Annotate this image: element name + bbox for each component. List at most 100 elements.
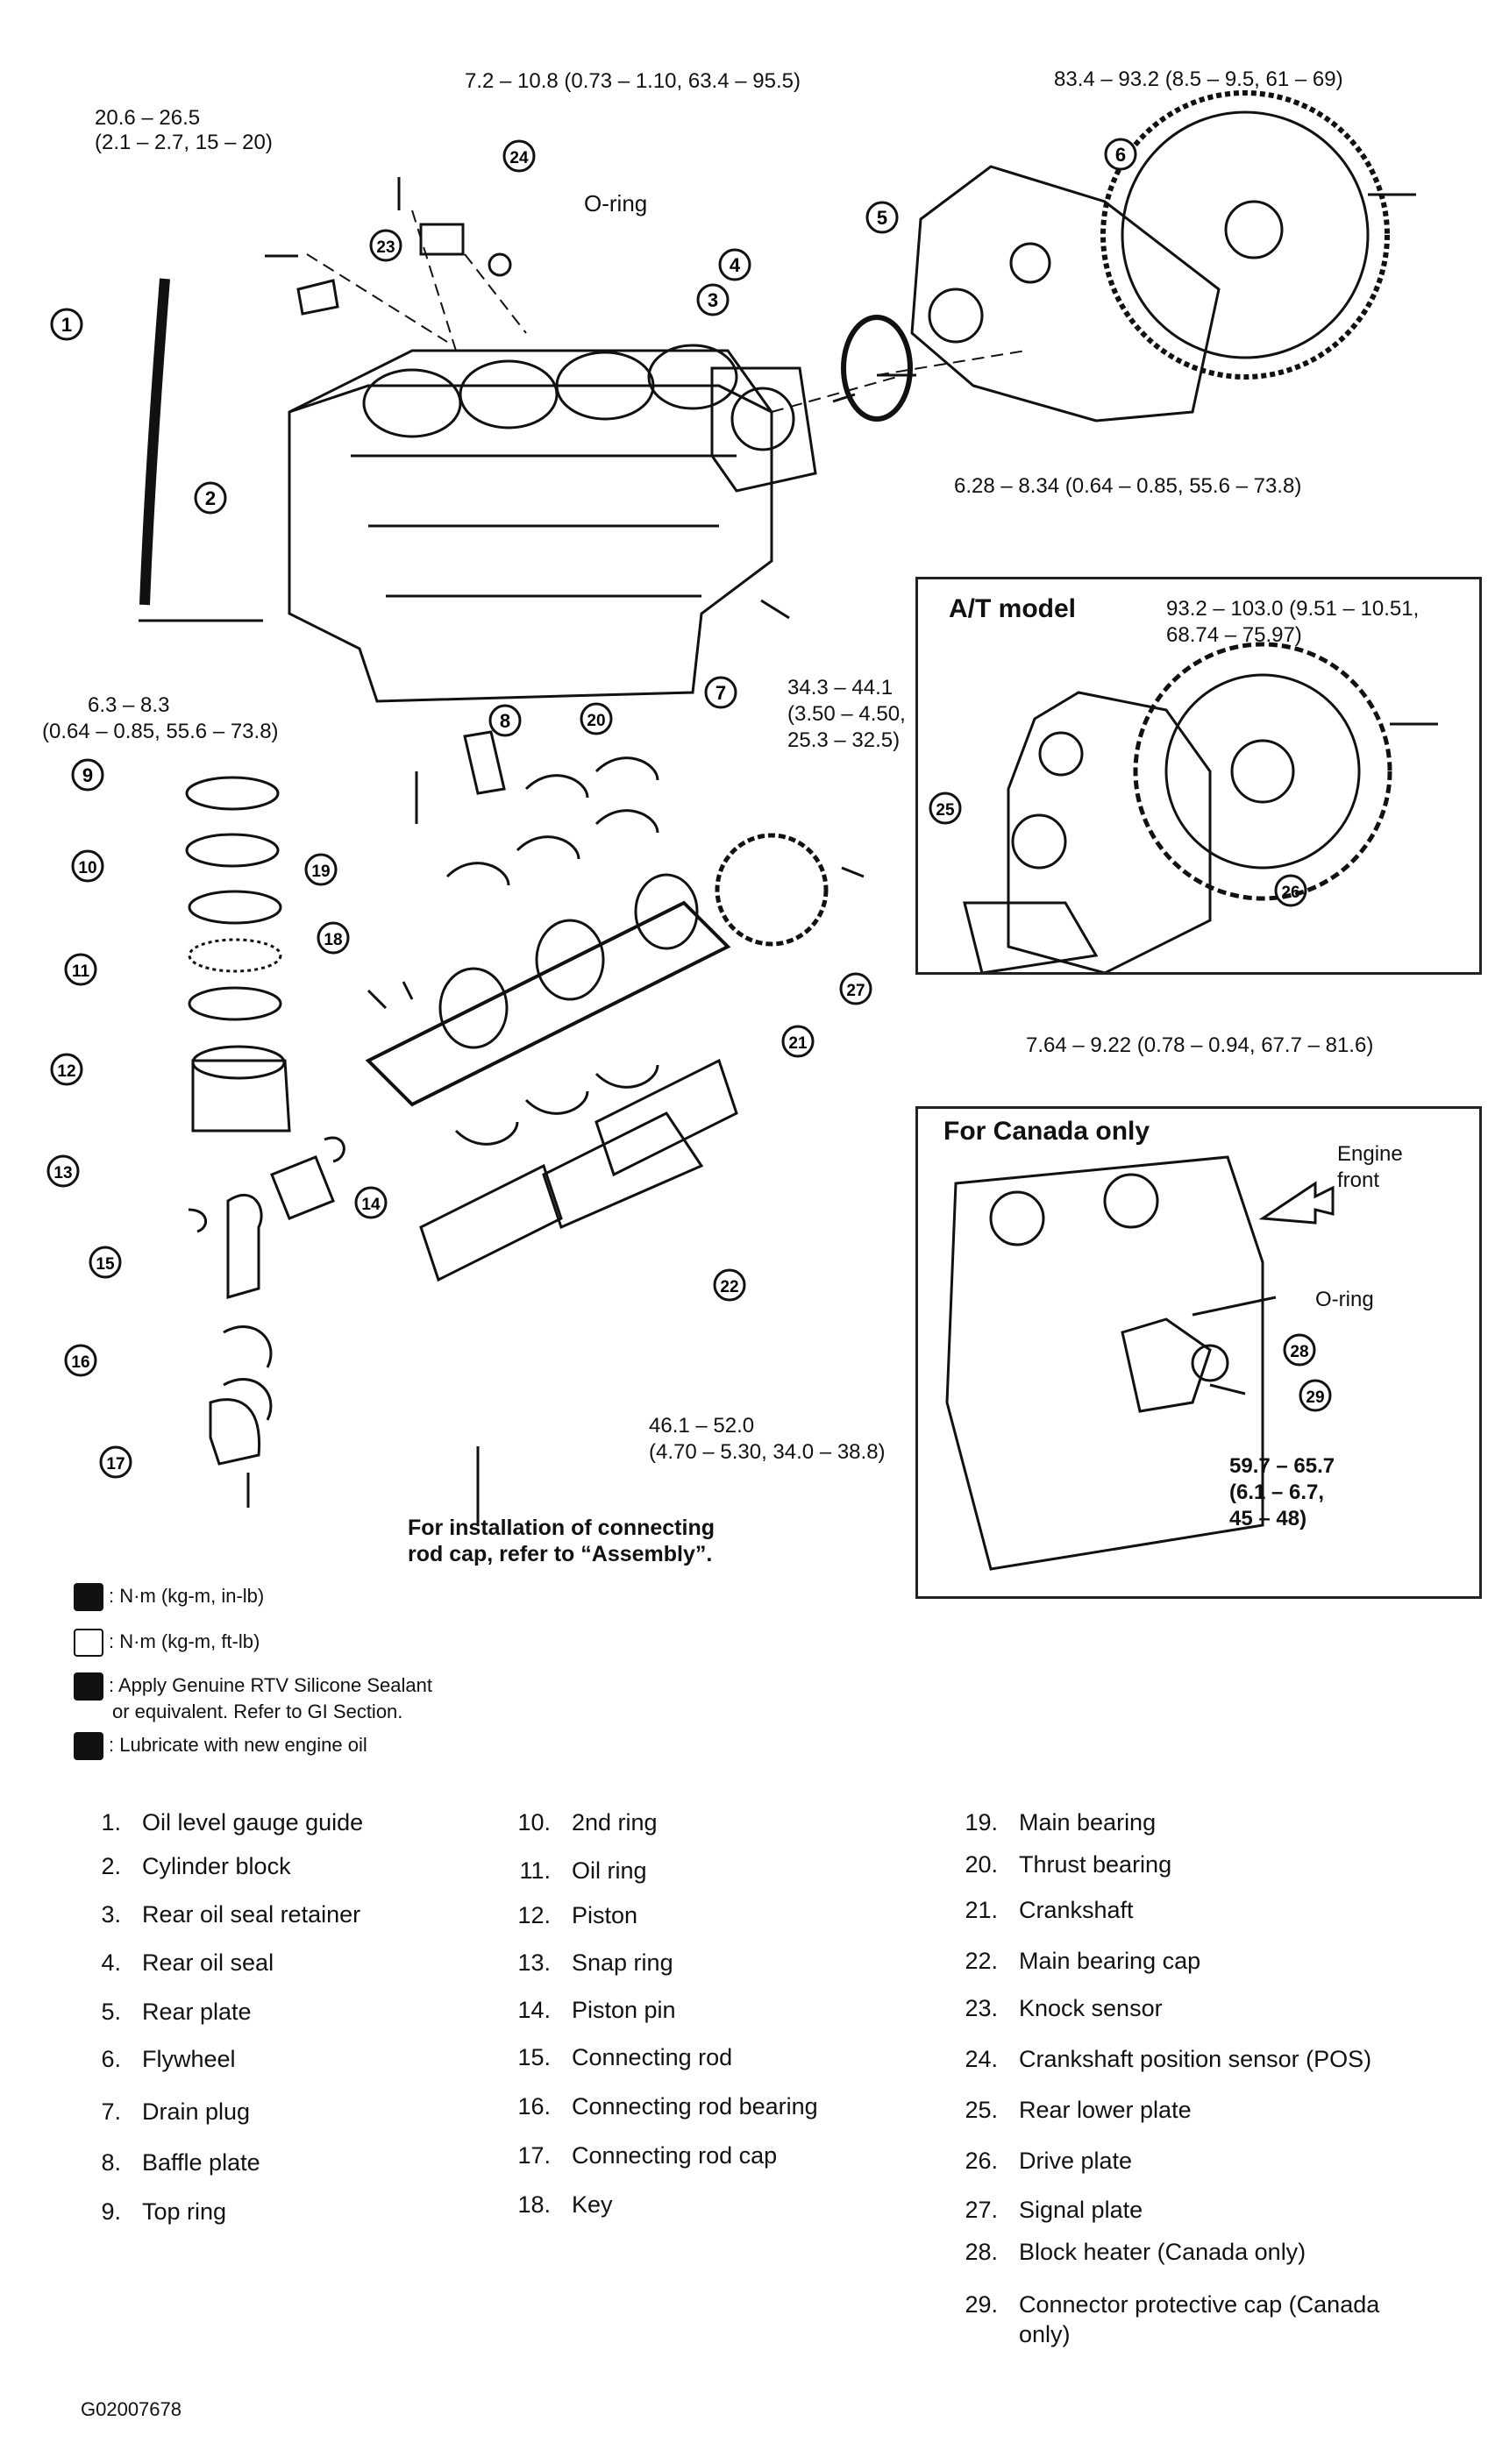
callout-number: 22 [720,1278,738,1296]
part-number: 7. [101,2098,121,2125]
part-name: Snap ring [572,1949,673,1976]
part-name: Piston pin [572,1997,676,2023]
callout-6: 6 [1104,138,1137,171]
callout-number: 10 [78,859,96,877]
torque-label-knock-sensor-b: (2.1 – 2.7, 15 – 20) [95,131,273,154]
torque-label-knock-sensor-a: 20.6 – 26.5 [95,106,201,130]
callout-number: 24 [509,149,529,167]
part-number: 5. [101,1999,121,2025]
part-number: 29. [965,2291,998,2318]
part-item: 1.Oil level gauge guide [70,1807,363,1837]
part-item: 8.Baffle plate [70,2148,260,2177]
part-name: Main bearing cap [1019,1948,1201,1974]
callout-15: 15 [89,1246,122,1279]
rear-plate [910,165,1221,423]
flywheel [1100,90,1390,380]
part-item: 21. Crankshaft [947,1895,1134,1925]
part-name: Connecting rod bearing [572,2093,818,2120]
torque-label-drain-c: 25.3 – 32.5) [787,728,901,752]
callout-number: 20 [587,712,605,730]
part-name: Cylinder block [142,1853,291,1879]
oil-can-icon [74,1732,103,1760]
part-item: 3.Rear oil seal retainer [70,1899,360,1929]
part-number: 20. [965,1851,998,1878]
torque-label-main-cap-b: (4.70 – 5.30, 34.0 – 38.8) [649,1440,886,1464]
part-number: 11. [519,1857,551,1884]
part-name: Drain plug [142,2098,251,2125]
part-number: 28. [965,2239,998,2265]
part-item: 22.Main bearing cap [947,1946,1200,1976]
part-name: Rear plate [142,1999,252,2025]
callout-number: 13 [53,1164,72,1182]
at-model-box [915,577,1482,975]
at-torque-a: 93.2 – 103.0 (9.51 – 10.51, [1166,597,1420,621]
rod-cap-note-b: rod cap, refer to “Assembly”. [408,1542,713,1566]
part-number: 10. [517,1809,551,1836]
callout-number: 23 [376,238,395,257]
callout-16: 16 [64,1344,97,1377]
callout-8: 8 [488,704,522,737]
part-number: 27. [965,2197,998,2223]
part-number: 21. [965,1897,998,1923]
callout-number: 9 [82,764,93,786]
part-item: 19.Main bearing [947,1807,1156,1837]
callout-25: 25 [929,792,962,825]
callout-12: 12 [50,1053,83,1086]
part-name: Rear oil seal [142,1949,274,1976]
callout-10: 10 [71,849,104,883]
part-name: Crankshaft [1019,1897,1134,1923]
part-number: 14. [517,1997,551,2023]
torque-label-retainer: 6.28 – 8.34 (0.64 – 0.85, 55.6 – 73.8) [954,474,1302,498]
part-item: 2.Cylinder block [70,1851,291,1881]
callout-4: 4 [718,248,751,281]
at-model-title: A/T model [949,594,1077,623]
part-number: 9. [101,2198,121,2225]
legend-in-lb: : N·m (kg-m, in-lb) [74,1583,264,1611]
part-number: 26. [965,2148,998,2174]
callout-number: 5 [877,207,887,229]
at-torque-b: 68.74 – 75.97) [1166,623,1302,647]
torque-label-drain-a: 34.3 – 44.1 [787,676,894,699]
part-number: 19. [965,1809,998,1836]
callout-3: 3 [696,283,730,316]
callout-28: 28 [1283,1333,1316,1367]
canada-torque-b: (6.1 – 6.7, [1229,1481,1325,1504]
engine-front-arrow-icon [1258,1181,1335,1225]
callout-number: 1 [61,314,72,336]
part-item: 20. Thrust bearing [947,1850,1171,1879]
part-name: Connecting rod cap [572,2142,778,2169]
cylinder-block [288,349,773,703]
engine-front-label-b: front [1337,1168,1380,1192]
part-name: Crankshaft position sensor (POS) [1019,2046,1372,2072]
part-name: Baffle plate [142,2149,260,2176]
canada-torque-c: 45 – 48) [1229,1507,1307,1530]
part-name: Flywheel [142,2046,236,2072]
callout-number: 7 [716,682,726,704]
part-item: 14. Piston pin [500,1995,676,2025]
connecting-rod [226,1194,263,1299]
part-number: 1. [101,1809,121,1836]
part-name: Signal plate [1019,2197,1143,2223]
piston [191,1059,291,1133]
oring-label: O-ring [584,190,648,217]
rear-oil-seal-retainer [710,366,817,493]
callout-number: 25 [936,801,955,820]
callout-number: 11 [72,962,90,981]
part-item: 12.Piston [500,1900,637,1930]
callout-number: 3 [708,289,718,311]
exploded-diagram: 1234567891011121314151617181920212223242… [46,90,1438,1571]
part-name: Connector protective cap (Canada [1019,2291,1380,2318]
part-item: 6.Flywheel [70,2044,236,2074]
callout-21: 21 [781,1025,815,1058]
part-name: Rear lower plate [1019,2097,1192,2123]
torque-label-flywheel: 83.4 – 93.2 (8.5 – 9.5, 61 – 69) [1054,67,1343,91]
part-name: Thrust bearing [1019,1851,1172,1878]
part-item: 10.2nd ring [500,1807,657,1837]
drive-plate [1133,642,1392,901]
part-name: Connecting rod [572,2044,733,2070]
crank-position-sensor [419,223,465,256]
callout-9: 9 [71,758,104,792]
callout-number: 18 [324,931,342,949]
callout-5: 5 [865,201,899,234]
